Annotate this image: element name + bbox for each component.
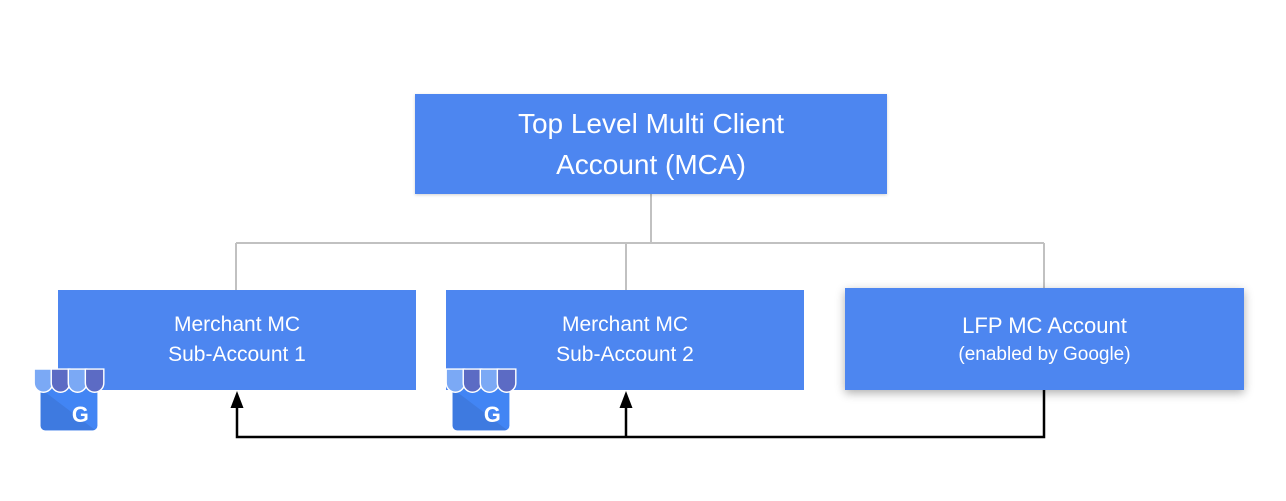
awning-stripe: [33, 368, 54, 393]
node-label-line2: Sub-Account 2: [556, 343, 694, 366]
node-label-line2: (enabled by Google): [958, 344, 1131, 365]
arrowhead-to-sub-account-2: [619, 391, 633, 408]
lfp-feed-arrow-line: [235, 390, 1046, 439]
arrowhead-to-sub-account-1: [230, 391, 244, 408]
awning-stripe: [445, 368, 466, 393]
storefront-shade: [40, 388, 96, 431]
parent-child-tree-connector: [235, 194, 1045, 290]
google-g-letter: G: [484, 402, 501, 427]
node-label-line1: Merchant MC: [173, 313, 301, 336]
node-label-line1: LFP MC Account: [962, 313, 1127, 338]
google-business-storefront-icon: G: [33, 368, 105, 432]
node-label-line2: Sub-Account 1: [168, 343, 306, 366]
awning-stripe: [496, 368, 517, 393]
google-g-letter: G: [72, 402, 89, 427]
node-label-line1: Merchant MC: [561, 313, 689, 336]
awning-stripe: [67, 368, 88, 393]
google-business-storefront-icon: G: [445, 368, 517, 432]
storefront-shade: [452, 388, 508, 431]
awning-stripe: [84, 368, 105, 393]
awning-stripe: [462, 368, 483, 393]
awning-stripe: [479, 368, 500, 393]
node-label-line1: Top Level Multi Client: [517, 108, 785, 139]
awning-stripe: [50, 368, 71, 393]
node-top-level-mca: Top Level Multi Client Account (MCA): [415, 94, 887, 194]
node-merchant-sub-account-1: Merchant MC Sub-Account 1: [58, 290, 416, 390]
node-label-line2: Account (MCA): [556, 149, 746, 180]
node-lfp-mc-account: LFP MC Account (enabled by Google): [845, 288, 1244, 390]
